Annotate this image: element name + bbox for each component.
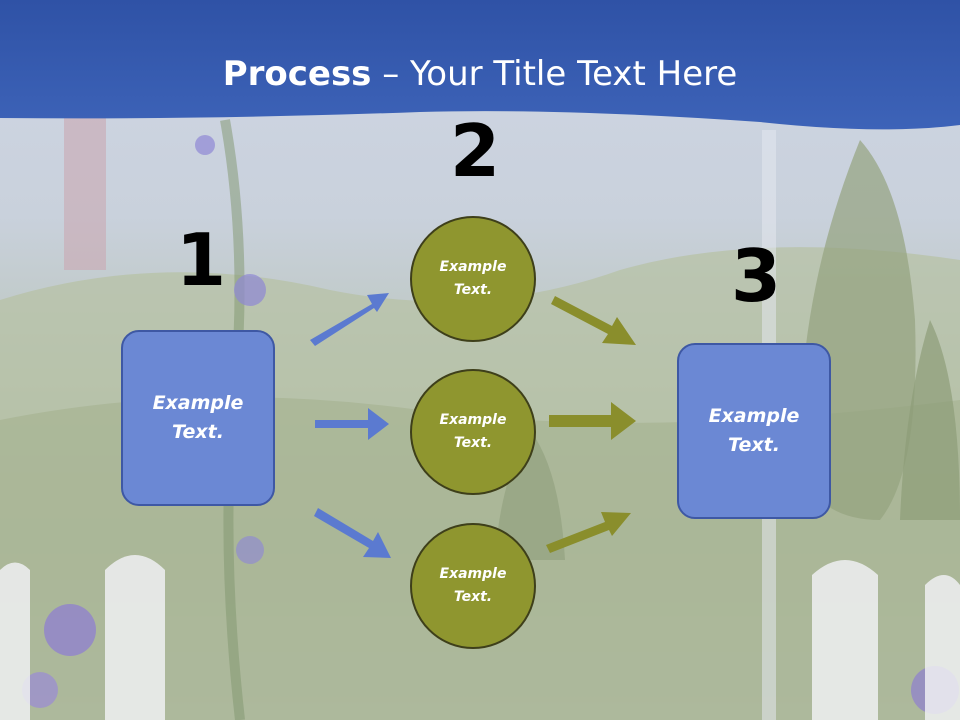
step-number-2: 2 (450, 109, 501, 193)
arrow-to-middle-circle (315, 408, 389, 440)
end-box: Example Text. (677, 343, 831, 519)
step-number-3: 3 (731, 234, 782, 318)
arrow-from-top-circle (551, 296, 636, 345)
title-rest: – Your Title Text Here (371, 54, 738, 94)
arrow-from-bottom-circle (546, 512, 631, 553)
arrow-from-middle-circle (549, 402, 636, 440)
process-circle-bottom: Example Text. (410, 523, 536, 649)
slide-title: Process – Your Title Text Here (0, 52, 960, 96)
step-number-1: 1 (176, 218, 227, 302)
start-box: Example Text. (121, 330, 275, 506)
arrow-to-bottom-circle (314, 508, 391, 558)
process-circle-top: Example Text. (410, 216, 536, 342)
process-circle-middle: Example Text. (410, 369, 536, 495)
title-bold: Process (222, 54, 372, 94)
arrow-to-top-circle (310, 293, 389, 346)
